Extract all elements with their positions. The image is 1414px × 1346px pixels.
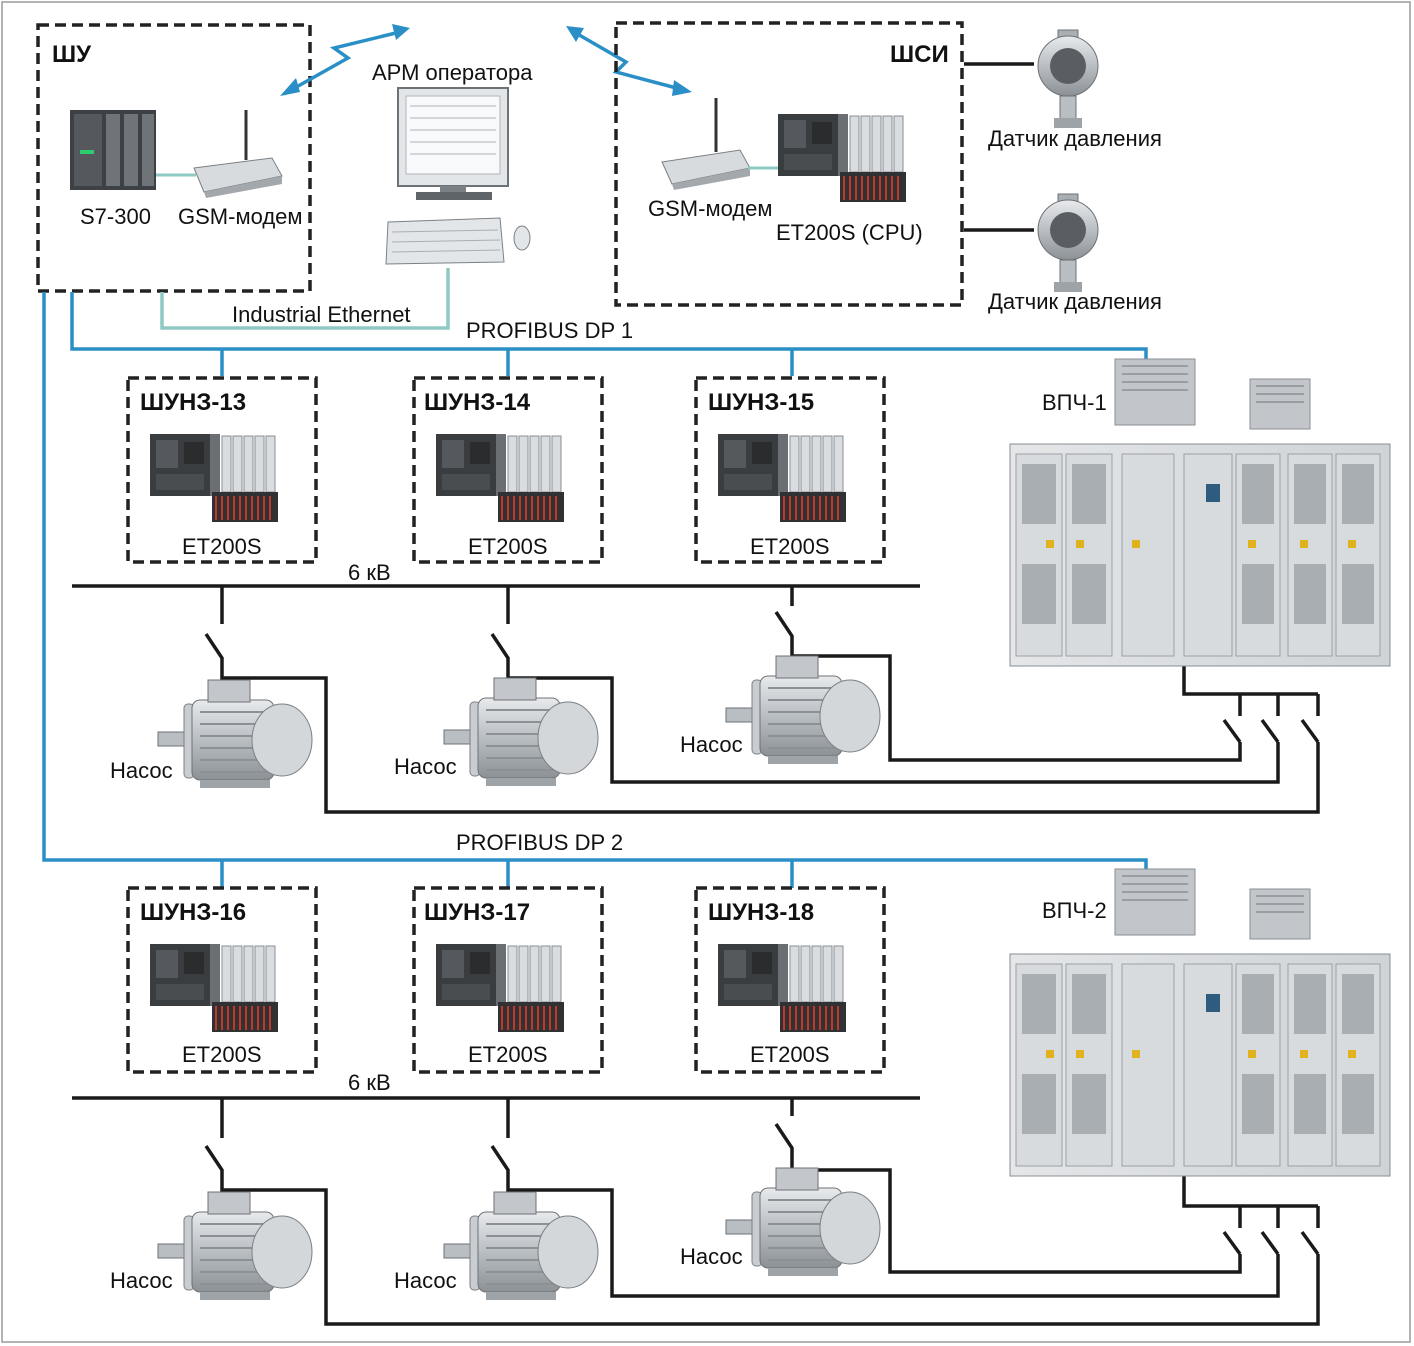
cabinet-title: ШУНЗ-16 — [140, 899, 246, 926]
modem-label: GSM-модем — [178, 204, 303, 229]
pump-label: Насос — [110, 758, 173, 783]
sensor-cabinet-frame — [614, 21, 964, 307]
device-label: ET200S — [468, 1042, 548, 1067]
pump-motor-icon — [725, 655, 881, 765]
et200s-icon — [717, 943, 847, 1033]
cabinet-title: ШУНЗ-17 — [424, 899, 530, 926]
monitor-icon — [397, 87, 509, 200]
pump-label: Насос — [394, 1268, 457, 1293]
cabinet-title: ШУНЗ-15 — [708, 389, 814, 416]
sensor-1-label: Датчик давления — [988, 126, 1162, 151]
profibus1-label: PROFIBUS DP 1 — [466, 318, 633, 343]
gsm-modem-icon — [661, 98, 751, 190]
industrial-ethernet-line — [160, 268, 450, 330]
pump-motor-icon — [157, 1191, 313, 1301]
pump-label: Насос — [680, 732, 743, 757]
sensor-2-label: Датчик давления — [988, 289, 1162, 314]
profibus2-label: PROFIBUS DP 2 — [456, 830, 623, 855]
et200s-icon — [435, 943, 565, 1033]
pump-motor-icon — [443, 1191, 599, 1301]
ethernet-label: Industrial Ethernet — [232, 302, 411, 327]
cabinet-title: ШУНЗ-13 — [140, 389, 246, 416]
profibus-dp2-line — [42, 292, 1148, 884]
keyboard-icon — [385, 217, 505, 265]
cabinet-shunz-13: ШУНЗ-13 ET200S — [126, 376, 318, 564]
profibus-dp1-drops — [220, 349, 794, 376]
et200s-icon — [435, 433, 565, 523]
control-cabinet-frame — [36, 23, 312, 293]
device-label: ET200S — [750, 534, 830, 559]
pump-label: Насос — [110, 1268, 173, 1293]
voltage-label: 6 кВ — [348, 560, 391, 585]
control-cabinet-shu: ШУ S7-300 GSM-модем — [36, 23, 312, 293]
device-label: ET200S — [182, 534, 262, 559]
vfd-2-switches — [1182, 1166, 1320, 1256]
cabinet-title: ШУНЗ-14 — [424, 389, 531, 416]
plc-label: S7-300 — [80, 204, 151, 229]
vfd-label: ВПЧ-2 — [1042, 898, 1107, 923]
et200s-cpu-icon — [777, 113, 907, 203]
sensor-cabinet-title: ШСИ — [890, 41, 949, 68]
pump-motor-icon — [157, 679, 313, 789]
voltage-label: 6 кВ — [348, 1070, 391, 1095]
sensor-cabinet-shsi: ШСИ GSM-модем ET200S (CPU) — [614, 21, 964, 307]
group-2: ШУНЗ-16 ET200S ШУНЗ-17 ET200S ШУНЗ-18 ET… — [72, 868, 1391, 1326]
cabinet-title: ШУНЗ-18 — [708, 899, 814, 926]
sensor-modem-label: GSM-модем — [648, 196, 773, 221]
cabinet-shunz-15: ШУНЗ-15 ET200S — [694, 376, 886, 564]
cabinet-shunz-18: ШУНЗ-18 ET200S — [694, 886, 886, 1074]
vfd-label: ВПЧ-1 — [1042, 390, 1107, 415]
cabinet-shunz-17: ШУНЗ-17 ET200S — [412, 886, 604, 1074]
pressure-sensor-icon — [1037, 193, 1099, 293]
pressure-sensor-icon — [1037, 29, 1099, 129]
profibus-dp2-drops — [220, 860, 794, 888]
pump-motor-icon — [443, 677, 599, 787]
et200s-icon — [149, 943, 279, 1033]
wireless-link-left — [280, 24, 410, 96]
cabinet-shunz-14: ШУНЗ-14 ET200S — [412, 376, 604, 564]
plc-s7-300-icon — [70, 110, 156, 190]
cabinet-shunz-16: ШУНЗ-16 ET200S — [126, 886, 318, 1074]
group-1: ШУНЗ-13 ET200S ШУНЗ-14 ET200S ШУНЗ-15 ET… — [72, 358, 1391, 814]
device-label: ET200S — [750, 1042, 830, 1067]
gsm-modem-icon — [193, 110, 283, 198]
pump-label: Насос — [394, 754, 457, 779]
et200s-icon — [149, 433, 279, 523]
wireless-link-right — [566, 26, 692, 96]
device-label: ET200S — [182, 1042, 262, 1067]
mouse-icon — [513, 225, 531, 251]
operator-workstation: АРМ оператора — [372, 60, 533, 265]
pump-motor-icon — [725, 1167, 881, 1277]
control-cabinet-title: ШУ — [52, 41, 92, 68]
device-label: ET200S — [468, 534, 548, 559]
et200s-icon — [717, 433, 847, 523]
vfd-1-switches — [1182, 660, 1320, 744]
operator-station-label: АРМ оператора — [372, 60, 533, 85]
pump-label: Насос — [680, 1244, 743, 1269]
cpu-label: ET200S (CPU) — [776, 220, 923, 245]
